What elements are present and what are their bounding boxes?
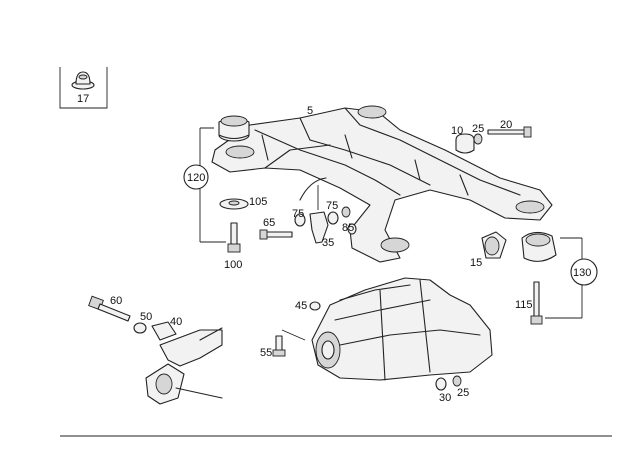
label-5: 5 (307, 105, 313, 117)
label-10: 10 (451, 125, 463, 137)
callout-circle-130 (570, 258, 598, 286)
label-75-right: 75 (326, 200, 338, 212)
link-bracket-assembly (259, 206, 357, 244)
rear-differential (272, 277, 493, 391)
label-105: 105 (249, 196, 267, 208)
label-85: 85 (342, 222, 354, 234)
label-35: 35 (322, 237, 334, 249)
label-20: 20 (500, 119, 512, 131)
callout-circle-120 (183, 164, 209, 190)
driveshaft-flange-assembly (88, 295, 223, 405)
label-40: 40 (170, 316, 182, 328)
label-45: 45 (295, 300, 307, 312)
label-25-bottom: 25 (457, 387, 469, 399)
label-17: 17 (77, 93, 89, 105)
label-55: 55 (260, 347, 272, 359)
label-130: 130 (573, 267, 591, 279)
rear-subframe (211, 105, 553, 263)
subframe-mount-left (199, 115, 250, 253)
label-65: 65 (263, 217, 275, 229)
label-50: 50 (140, 311, 152, 323)
label-120: 120 (187, 172, 205, 184)
bolt-20-assembly (455, 126, 532, 154)
label-30: 30 (439, 392, 451, 404)
label-100: 100 (224, 259, 242, 271)
label-60: 60 (110, 295, 122, 307)
label-15: 15 (470, 257, 482, 269)
label-75-left: 75 (292, 208, 304, 220)
label-115: 115 (515, 299, 533, 311)
part-17-inset (59, 67, 108, 109)
label-25-top: 25 (472, 123, 484, 135)
subframe-mount-right (481, 231, 583, 325)
